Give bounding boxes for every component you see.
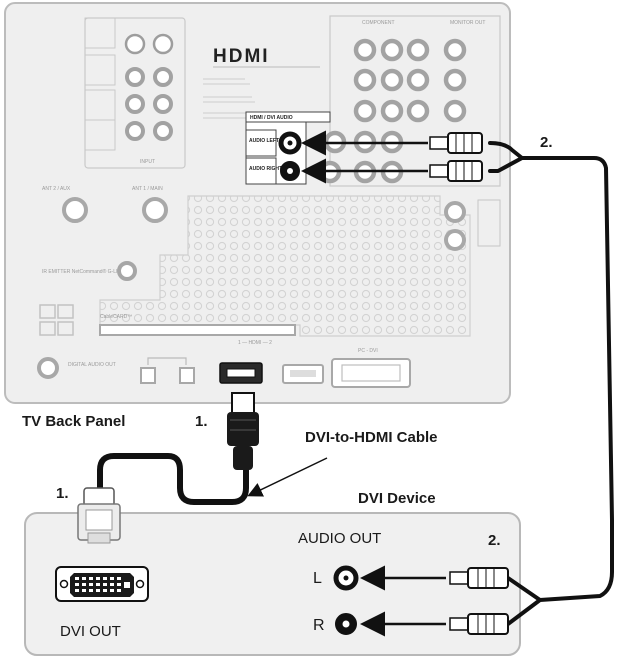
audio-left-label: AUDIO LEFT (MONO): [249, 138, 300, 144]
ant-1-label: ANT 1 / MAIN: [132, 186, 163, 192]
dvi-plug: [77, 487, 121, 544]
cable-pointer-arrow: [247, 457, 328, 497]
vent-grille: [99, 195, 471, 337]
dvi-to-hdmi-cable: [77, 392, 259, 544]
tv-rca-plugs: [429, 132, 483, 182]
component-jacks: [318, 38, 467, 184]
ir-emitter-label: IR EMITTER NetCommand® G-LINK: [42, 268, 125, 275]
ant-2-connector: [62, 197, 88, 223]
channel-left-label: L: [313, 570, 322, 587]
cable-label: DVI-to-HDMI Cable: [305, 429, 438, 446]
optical-jack: [444, 201, 466, 223]
hdmi-ports-label: 1 — HDMI — 2: [238, 340, 272, 346]
s-video-jack: [124, 33, 146, 55]
component-block: [329, 15, 501, 187]
audio-out-label: AUDIO OUT: [298, 530, 381, 547]
hdmi-dvi-audio-block: HDMI / DVI AUDIO AUDIO LEFT (MONO) AUDIO…: [245, 111, 331, 185]
audio-cable: [429, 132, 614, 635]
input-label: INPUT: [140, 159, 155, 165]
usb-ports: [140, 357, 195, 384]
digital-audio-jack: [37, 357, 59, 379]
component-label: COMPONENT: [362, 20, 395, 26]
step-audio-device: 2.: [488, 532, 501, 549]
pc-dvi-label: PC - DVI: [358, 348, 378, 354]
hdmi-dvi-audio-heading: HDMI / DVI AUDIO: [250, 115, 293, 121]
hdmi-logo: HDMI: [213, 46, 270, 67]
pc-dvi-port: [331, 358, 411, 388]
digital-audio-label: DIGITAL AUDIO OUT: [68, 362, 116, 368]
dvi-out-port: [55, 566, 149, 602]
tv-back-panel-caption: TV Back Panel: [22, 413, 125, 430]
cablecard-slot: [99, 324, 296, 336]
ant-2-label: ANT 2 / AUX: [42, 186, 71, 192]
step-dvi-plug: 1.: [56, 485, 69, 502]
cablecard-label: CableCARD™: [100, 314, 132, 320]
direction-arrows: [301, 130, 446, 637]
audio-cable-wire: [488, 141, 614, 626]
tv-back-panel: INPUT HDMI COMPONENT MONITOR OUT HDMI / …: [4, 2, 511, 404]
ir-emitter-jack: [117, 261, 137, 281]
ant-1-connector: [142, 197, 168, 223]
step-hdmi-plug: 1.: [195, 413, 208, 430]
g-link-ports: [39, 304, 74, 336]
input-rca-jacks: [125, 67, 173, 141]
device-rca-plugs: [449, 567, 509, 635]
s-video-jack: [152, 33, 174, 55]
dvi-device-title: DVI Device: [358, 490, 436, 507]
hdmi-plug: [227, 392, 259, 470]
audio-right-label: AUDIO RIGHT: [249, 166, 282, 172]
dvi-out-label: DVI OUT: [60, 623, 121, 640]
cable-wire: [97, 453, 249, 505]
channel-right-label: R: [313, 617, 325, 634]
step-audio-tv: 2.: [540, 134, 553, 151]
monitor-out-label: MONITOR OUT: [450, 20, 485, 26]
